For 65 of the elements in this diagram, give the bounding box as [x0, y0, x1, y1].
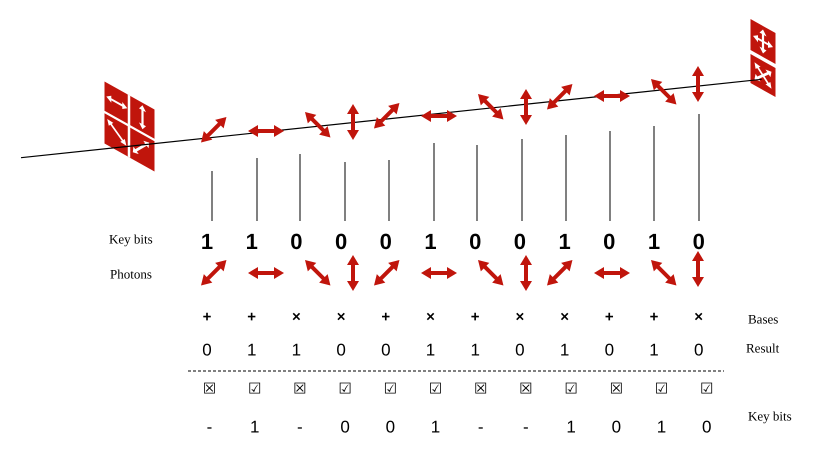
- basis-symbol: ×: [426, 310, 435, 324]
- key-bit: 0: [380, 231, 392, 253]
- row-label: Photons: [110, 268, 152, 280]
- ballot-mark: ☑: [384, 382, 398, 396]
- basis-symbol: +: [604, 310, 614, 324]
- basis-symbol: ×: [516, 310, 524, 324]
- ballot-mark: ☑: [338, 382, 352, 396]
- ballot-mark: ☑: [564, 382, 578, 396]
- ballot-mark: ☑: [700, 382, 714, 396]
- sifted-key-bit: -: [523, 418, 529, 436]
- ballot-mark: ☒: [474, 382, 488, 396]
- sifted-key-bit: 1: [430, 418, 440, 436]
- ballot-mark: ☒: [610, 382, 624, 396]
- result-bit: 1: [246, 342, 256, 358]
- key-bit: 1: [246, 231, 258, 253]
- sifted-key-bit: -: [206, 418, 212, 436]
- ballot-mark: ☑: [428, 382, 442, 396]
- key-bit: 0: [603, 231, 616, 253]
- basis-symbol: ×: [292, 310, 301, 324]
- sifted-key-bit: 0: [702, 418, 712, 436]
- basis-symbol: ×: [336, 310, 346, 324]
- row-label: Key bits: [748, 410, 792, 422]
- ballot-mark: ☒: [519, 382, 533, 396]
- row-label: Result: [746, 342, 780, 354]
- sifted-key-bit: -: [297, 418, 303, 436]
- row-label: Key bits: [109, 232, 153, 246]
- key-bit: 0: [514, 231, 526, 253]
- sifted-key-bit: 0: [340, 418, 350, 436]
- key-bit: 0: [290, 231, 303, 253]
- row-label: Bases: [748, 312, 778, 326]
- ballot-mark: ☒: [202, 382, 216, 396]
- result-bit: 1: [649, 342, 659, 358]
- key-bit: 0: [692, 231, 705, 253]
- result-bit: 0: [336, 342, 346, 358]
- sifted-key-bit: 0: [612, 418, 622, 436]
- basis-symbol: +: [202, 310, 212, 324]
- key-bit: 1: [648, 231, 660, 253]
- sifted-key-bit: 1: [566, 418, 576, 436]
- result-bit: 1: [560, 342, 570, 358]
- result-bit: 0: [694, 342, 704, 358]
- key-bit: 0: [469, 231, 482, 253]
- basis-symbol: +: [381, 310, 390, 324]
- result-bit: 0: [604, 342, 614, 358]
- ballot-mark: ☒: [293, 382, 307, 396]
- basis-symbol: ×: [694, 310, 704, 324]
- basis-symbol: ×: [560, 310, 569, 324]
- result-bit: 0: [381, 342, 391, 358]
- result-bit: 1: [292, 342, 302, 358]
- sifted-key-bit: -: [478, 418, 484, 436]
- result-bit: 1: [470, 342, 480, 358]
- sifted-key-bit: 0: [386, 418, 396, 436]
- key-bit: 1: [200, 231, 214, 253]
- ballot-mark: ☑: [654, 382, 668, 396]
- key-bit: 1: [424, 231, 437, 253]
- basis-symbol: +: [247, 310, 256, 324]
- result-bit: 0: [202, 342, 212, 358]
- basis-symbol: +: [470, 310, 480, 324]
- result-bit: 1: [426, 342, 436, 358]
- result-bit: 0: [515, 342, 525, 358]
- sifted-key-bit: 1: [656, 418, 666, 436]
- key-bit: 0: [334, 231, 348, 253]
- sifted-key-bit: 1: [250, 418, 260, 436]
- ballot-mark: ☑: [248, 382, 262, 396]
- key-bit: 1: [558, 231, 571, 253]
- basis-symbol: +: [650, 310, 658, 324]
